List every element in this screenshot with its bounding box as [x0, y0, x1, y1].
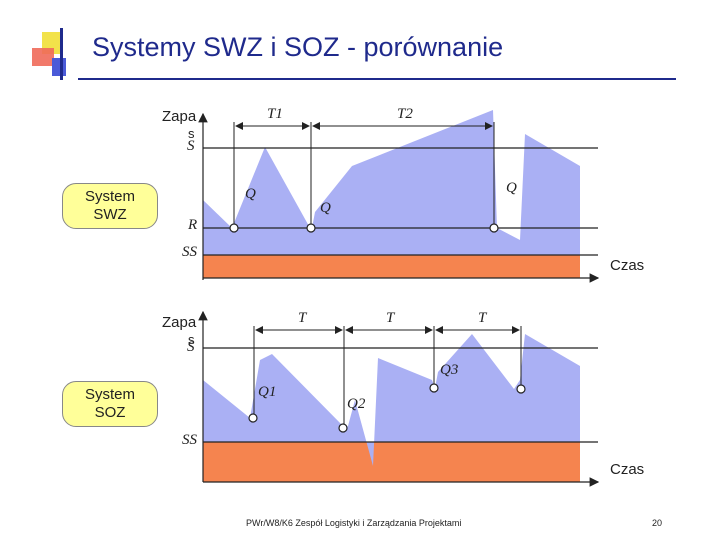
swz-inventory-area	[203, 110, 580, 255]
soz-system-label: System SOZ	[84, 386, 135, 421]
soz-t-label-1: T	[298, 310, 307, 326]
swz-q-label-1: Q	[245, 186, 256, 202]
soz-order-point-3	[429, 383, 439, 393]
soz-t-label-2: T	[386, 310, 395, 326]
soz-order-point-1	[248, 413, 258, 423]
soz-t-label-3: T	[478, 310, 487, 326]
swz-order-point-3	[489, 223, 499, 233]
swz-system-label: System SWZ	[84, 188, 135, 223]
swz-q-label-2: Q	[320, 200, 331, 216]
soz-time-label: Czas	[610, 461, 645, 478]
swz-safety-stock-area	[203, 255, 580, 278]
soz-order-point-2	[338, 423, 348, 433]
title-underline	[78, 78, 676, 80]
logo-bar	[60, 28, 63, 80]
swz-order-point-1	[229, 223, 239, 233]
soz-axis-label-bottom: s	[188, 332, 195, 347]
footer-text: PWr/W8/K6 Zespół Logistyki i Zarządzania…	[246, 518, 462, 528]
page-number: 20	[652, 518, 663, 528]
soz-q2-label: Q2	[347, 396, 366, 412]
soz-safety-stock-area	[203, 442, 580, 482]
soz-system-box: System SOZ	[62, 381, 158, 427]
swz-t2-label: T2	[397, 106, 413, 122]
swz-level-S-label: S	[187, 138, 195, 154]
logo-square-red	[32, 48, 54, 66]
soz-level-S-label: S	[187, 339, 195, 355]
swz-q-label-3: Q	[506, 180, 517, 196]
swz-axis-label-top: Zapa	[162, 108, 197, 125]
soz-order-point-4	[516, 384, 526, 394]
swz-level-R-label: R	[188, 217, 198, 233]
swz-order-point-2	[306, 223, 316, 233]
swz-t1-label: T1	[267, 106, 283, 122]
swz-level-SS-label: SS	[182, 244, 197, 260]
soz-inventory-area	[203, 334, 580, 466]
swz-time-label: Czas	[610, 257, 645, 274]
swz-system-box: System SWZ	[62, 183, 158, 229]
soz-level-SS-label: SS	[182, 432, 197, 448]
swz-axis-label-bottom: s	[188, 126, 195, 141]
slide-title: Systemy SWZ i SOZ - porównanie	[92, 32, 504, 62]
soz-q3-label: Q3	[440, 362, 459, 378]
soz-q1-label: Q1	[258, 384, 277, 400]
soz-axis-label-top: Zapa	[162, 314, 197, 331]
